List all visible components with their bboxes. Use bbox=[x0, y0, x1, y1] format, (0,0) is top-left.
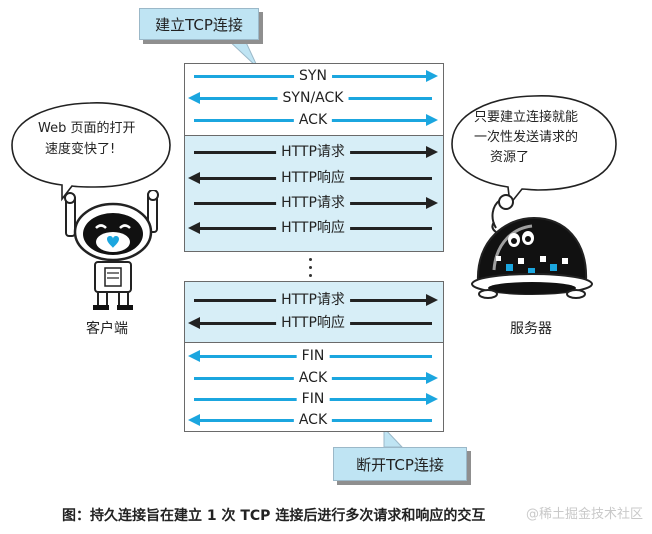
handshake-ack-message: ACK bbox=[186, 110, 440, 130]
arrow-left-icon bbox=[188, 350, 200, 362]
message-label: HTTP响应 bbox=[276, 218, 350, 238]
http-response-message: HTTP响应 bbox=[186, 218, 440, 238]
client-speech-line: Web 页面的打开 bbox=[38, 121, 136, 136]
server-speech-line: 资源了 bbox=[490, 150, 530, 165]
figure-caption: 图：持久连接旨在建立 1 次 TCP 连接后进行多次请求和响应的交互 bbox=[62, 508, 486, 524]
arrow-right-icon bbox=[426, 70, 438, 82]
server-speech-line: 一次性发送请求的 bbox=[474, 130, 579, 145]
arrow-right-icon bbox=[426, 294, 438, 306]
server-label: 服务器 bbox=[510, 321, 552, 337]
arrow-right-icon bbox=[426, 372, 438, 384]
establish-connection-label: 建立TCP连接 bbox=[155, 15, 243, 34]
close-connection-callout: 断开TCP连接 bbox=[333, 447, 467, 481]
teardown-fin-message: FIN bbox=[186, 346, 440, 366]
handshake-syn-message: SYN bbox=[186, 66, 440, 86]
establish-connection-callout: 建立TCP连接 bbox=[139, 8, 259, 40]
continuation-dots bbox=[309, 258, 313, 282]
http-request-message: HTTP请求 bbox=[186, 142, 440, 162]
message-label: HTTP请求 bbox=[276, 142, 350, 162]
message-label: SYN bbox=[294, 66, 332, 86]
message-label: HTTP请求 bbox=[276, 193, 350, 213]
arrow-right-icon bbox=[426, 393, 438, 405]
arrow-left-icon bbox=[188, 222, 200, 234]
server-speech-bubble bbox=[451, 95, 617, 206]
server-robot-icon bbox=[471, 194, 593, 299]
message-label: HTTP响应 bbox=[276, 168, 350, 188]
arrow-left-icon bbox=[188, 414, 200, 426]
client-speech-line: 速度变快了! bbox=[45, 142, 116, 157]
arrow-right-icon bbox=[426, 197, 438, 209]
message-label: FIN bbox=[296, 346, 330, 366]
teardown-ack-message: ACK bbox=[186, 368, 440, 388]
arrow-right-icon bbox=[426, 114, 438, 126]
http-response-message: HTTP响应 bbox=[186, 313, 440, 333]
http-request-message: HTTP请求 bbox=[186, 193, 440, 213]
close-connection-label: 断开TCP连接 bbox=[356, 455, 444, 474]
message-label: HTTP请求 bbox=[276, 290, 350, 310]
message-label: FIN bbox=[296, 389, 330, 409]
client-robot-icon bbox=[64, 190, 159, 310]
http-request-message: HTTP请求 bbox=[186, 290, 440, 310]
arrow-right-icon bbox=[426, 146, 438, 158]
teardown-fin-message: FIN bbox=[186, 389, 440, 409]
server-speech-line: 只要建立连接就能 bbox=[474, 110, 579, 125]
teardown-ack-message: ACK bbox=[186, 410, 440, 430]
message-label: SYN/ACK bbox=[277, 88, 349, 108]
message-label: ACK bbox=[293, 410, 333, 430]
watermark-text: @稀土掘金技术社区 bbox=[526, 507, 644, 522]
client-speech-bubble bbox=[11, 102, 171, 202]
arrow-left-icon bbox=[188, 172, 200, 184]
message-label: HTTP响应 bbox=[276, 313, 350, 333]
client-label: 客户端 bbox=[86, 321, 128, 337]
message-label: ACK bbox=[293, 110, 333, 130]
handshake-synack-message: SYN/ACK bbox=[186, 88, 440, 108]
arrow-left-icon bbox=[188, 317, 200, 329]
http-response-message: HTTP响应 bbox=[186, 168, 440, 188]
message-label: ACK bbox=[293, 368, 333, 388]
arrow-left-icon bbox=[188, 92, 200, 104]
